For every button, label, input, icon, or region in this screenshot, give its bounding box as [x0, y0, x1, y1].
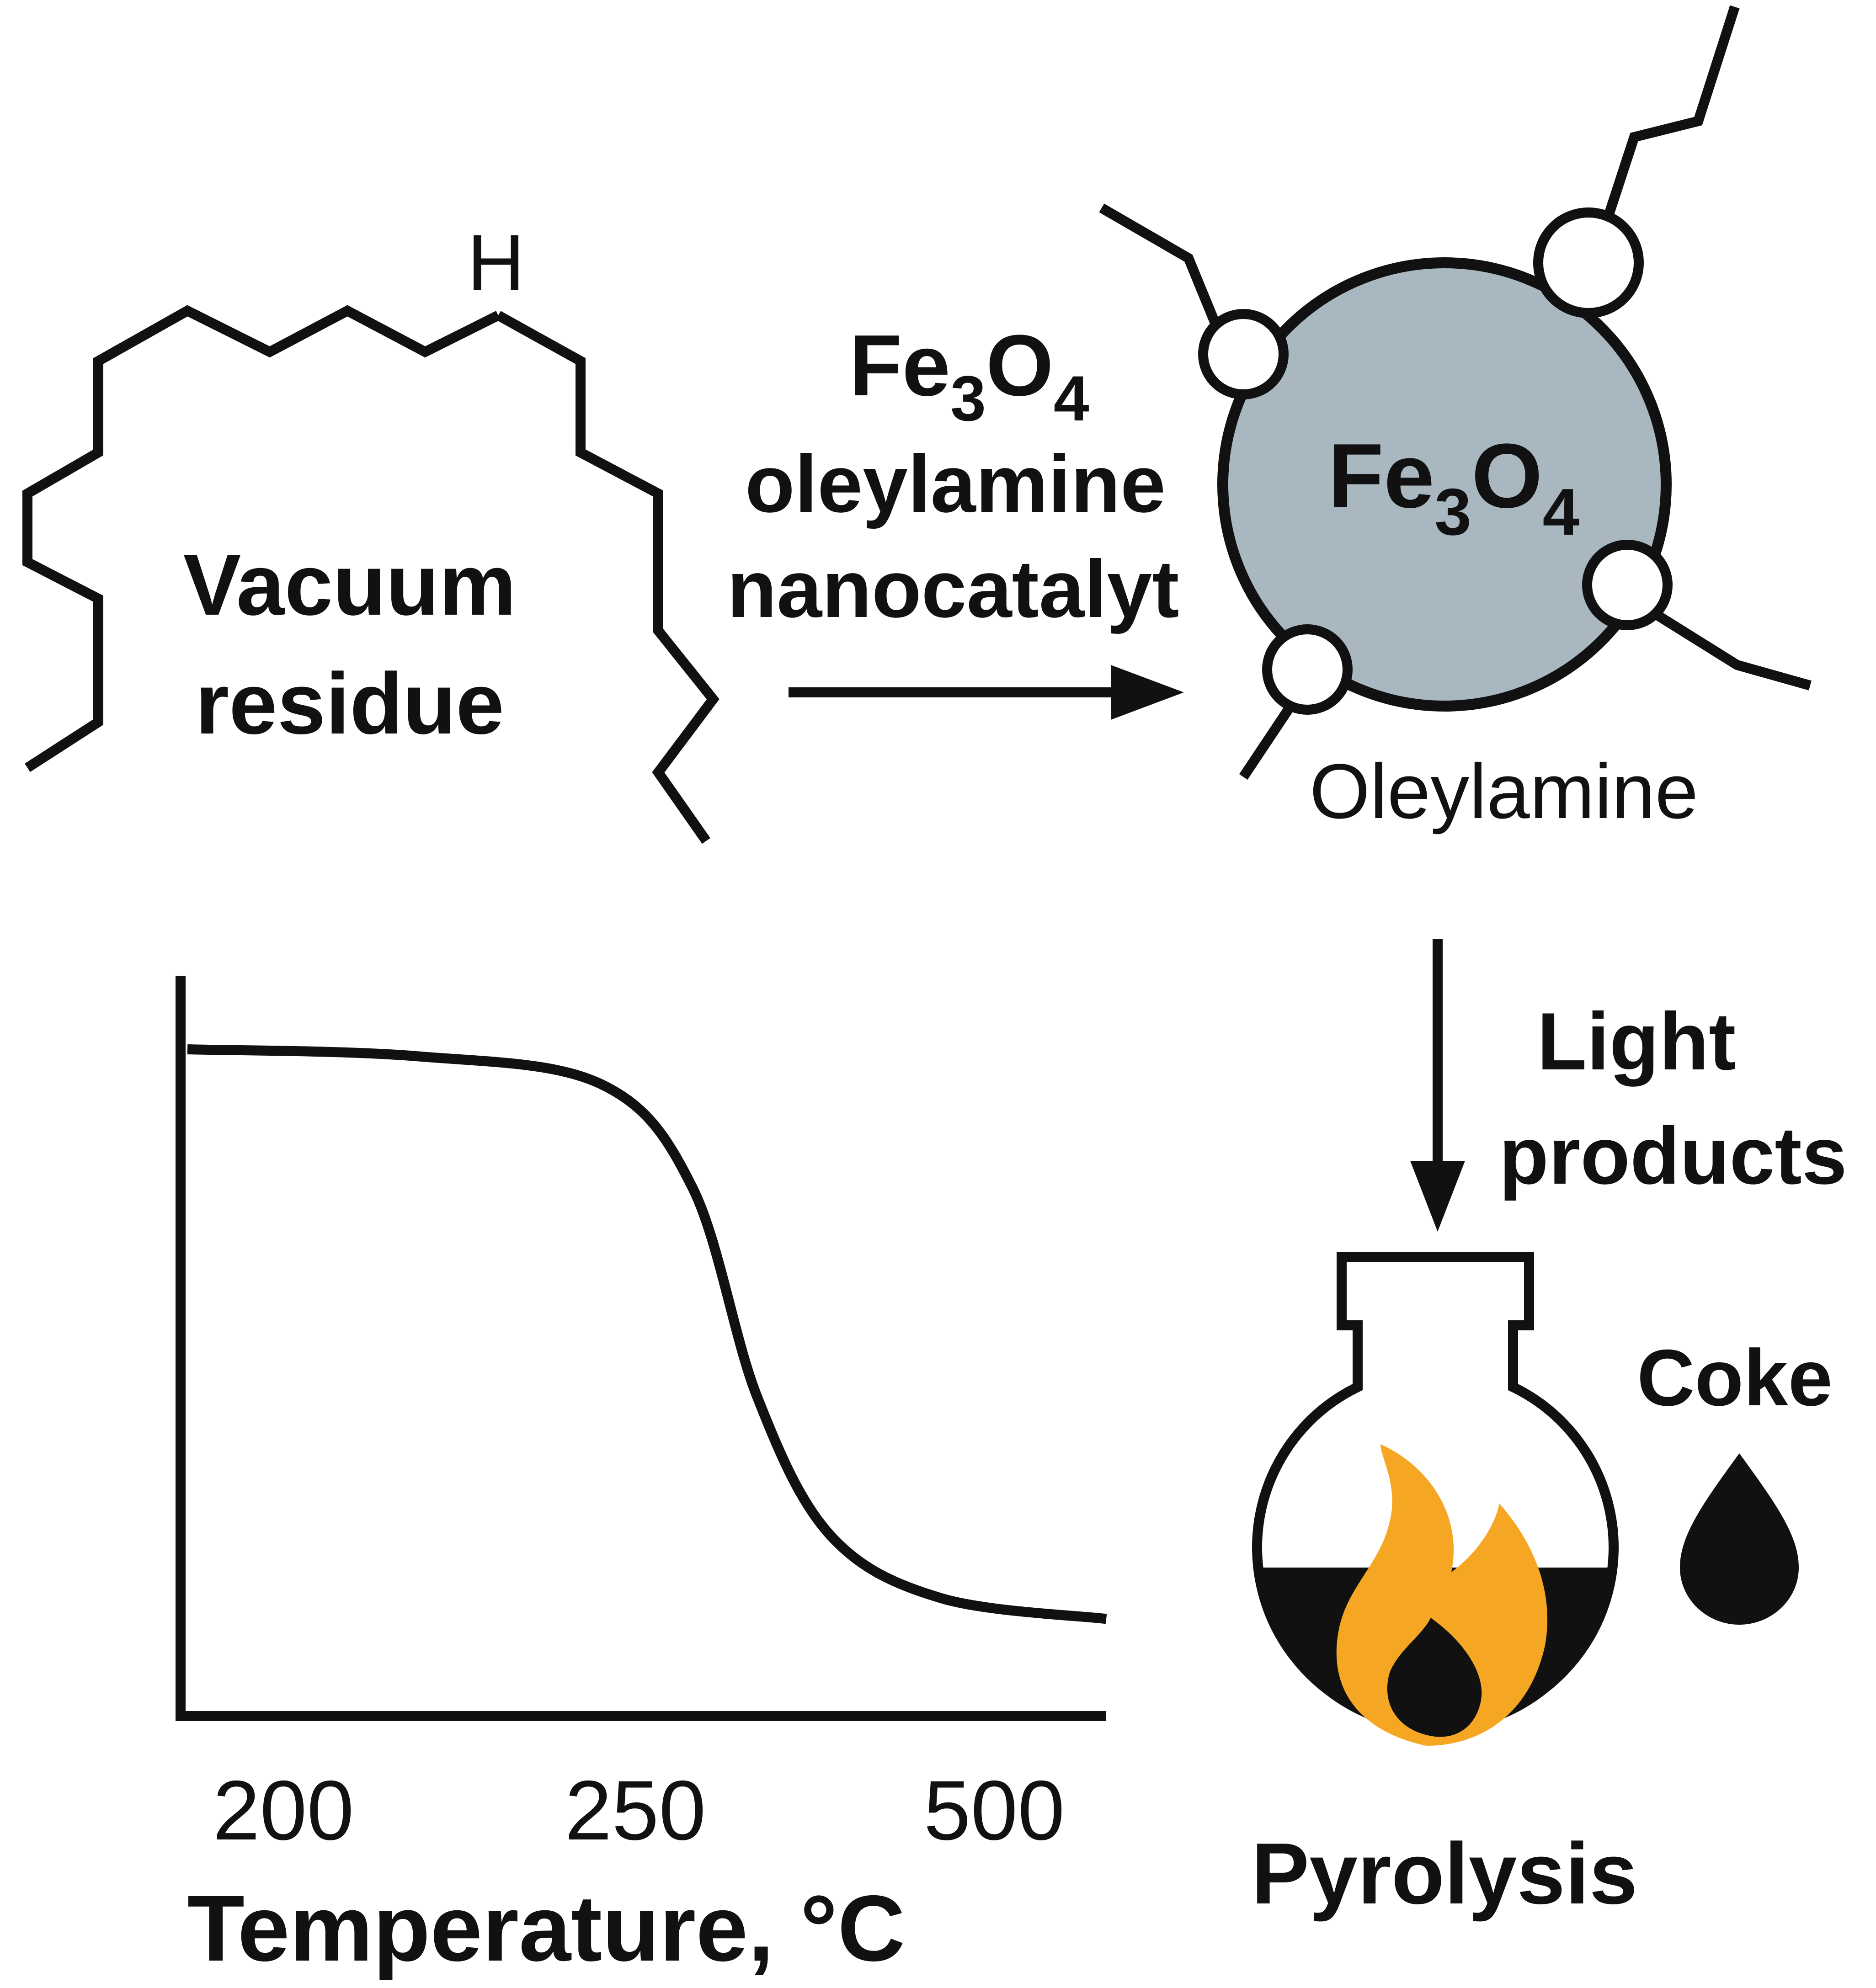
- catalyst-formula-label: Fe3O4: [849, 317, 1089, 434]
- light-products-label-line1: Light: [1537, 996, 1736, 1087]
- ligand-headgroup-bottom-left: [1262, 624, 1353, 715]
- products-arrow-head: [1410, 1161, 1465, 1232]
- vacuum-residue-molecule: H Vacuum residue: [22, 218, 719, 844]
- chart-x-tick-label: 200: [213, 1764, 354, 1858]
- hydrogen-atom-label: H: [467, 218, 525, 308]
- chart-series-line: [187, 1044, 1107, 1624]
- oleylamine-label: Oleylamine: [1310, 748, 1698, 835]
- pyrolysis-flask: Pyrolysis: [1252, 1252, 1638, 1922]
- flame-icon: [1336, 1444, 1548, 1746]
- vacuum-residue-label-line2: residue: [195, 655, 504, 752]
- nanoparticle-core-label: Fe3O4: [1328, 425, 1579, 549]
- chart-x-axis-label: Temperature, °C: [187, 1876, 906, 1981]
- coke-drop-icon: [1680, 1453, 1799, 1625]
- coke-label: Coke: [1637, 1334, 1833, 1423]
- catalyst-label-line3: nanocatalyt: [727, 543, 1179, 634]
- chart-x-tick-label: 500: [924, 1764, 1065, 1858]
- ligand-headgroup-top-right: [1533, 207, 1644, 318]
- reaction-arrow-head: [1111, 665, 1184, 720]
- nanoparticle: Fe3O4 Oleylamine: [1099, 5, 1812, 835]
- coke-group: Coke: [1637, 1334, 1833, 1625]
- ligand-headgroup-right: [1582, 540, 1673, 630]
- light-products-label-line2: products: [1499, 1110, 1847, 1201]
- pyrolysis-label: Pyrolysis: [1252, 1825, 1638, 1922]
- ligand-chain-right: [1643, 603, 1812, 691]
- vacuum-residue-label-line1: Vacuum: [183, 537, 517, 633]
- hydrocarbon-chain-right: [496, 311, 719, 844]
- reaction-step: Fe3O4 oleylamine nanocatalyt: [727, 317, 1184, 720]
- ligand-headgroup-top-left: [1198, 309, 1289, 399]
- chart-tick-labels: 200 250 500: [213, 1764, 1065, 1858]
- ligand-chain-top-left: [1099, 203, 1230, 350]
- temperature-chart: 200 250 500 Temperature, °C: [176, 976, 1107, 1981]
- chart-x-tick-label: 250: [565, 1764, 706, 1858]
- products-step: Light products: [1410, 939, 1847, 1232]
- ligand-chain-bottom-left: [1239, 698, 1298, 780]
- catalyst-label-line2: oleylamine: [745, 438, 1166, 529]
- flame-inner-icon: [1387, 1618, 1482, 1737]
- fe3o4-core: [1217, 257, 1672, 712]
- hydrocarbon-chain-left: [22, 305, 501, 772]
- ligand-chain-top-right: [1590, 5, 1740, 258]
